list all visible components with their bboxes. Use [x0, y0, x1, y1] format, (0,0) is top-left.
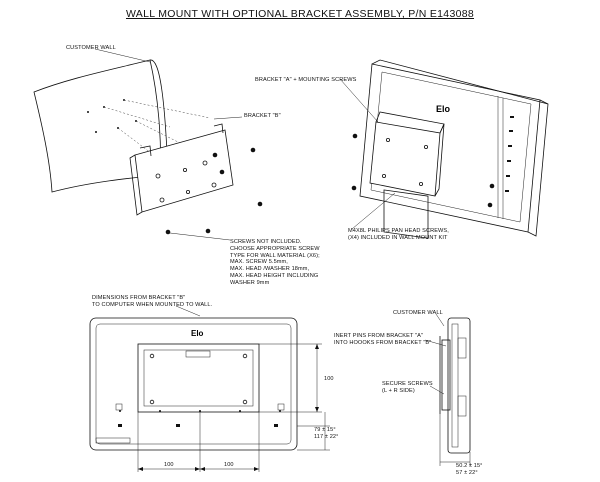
bracket-b: [129, 123, 234, 216]
rear-bottom-marks: [118, 424, 278, 427]
dimensions-note-line: TO COMPUTER WHEN MOUNTED TO WALL.: [92, 301, 213, 308]
dimension-side-depth: [439, 414, 471, 466]
callout-bracket-b: BRACKET "B": [244, 113, 281, 119]
screws-note-line: MAX. HEAD HEIGHT INCLUDING: [230, 272, 319, 279]
dim-bottom-offset-line: 79 ± 15°: [314, 427, 336, 433]
screws-note-line: MAX. HEAD /WASHER 18mm,: [230, 266, 310, 273]
dim-side-depth: 50.2 ± 15° 57 ± 22°: [456, 463, 483, 477]
insert-pins-line: INTO HOOOKS FROM BRACKET "B": [334, 339, 432, 346]
leader-bracket-a: [339, 78, 379, 123]
dimension-horizontal-100: [137, 412, 260, 472]
dim-horizontal-100-right: 100: [224, 462, 234, 468]
m4-note-line: (X4) INCLUDED IN WALL MOUNT KIT: [348, 234, 448, 241]
insert-pins-line: INERT PINS FROM BRACKET "A": [334, 333, 424, 339]
screws-note-line: TYPE FOR WALL MATERIAL (X6);: [230, 252, 320, 259]
elo-logo-top: Elo: [436, 104, 451, 114]
dimensions-note-line: DIMENSIONS FROM BRACKET "B": [92, 295, 186, 301]
dim-vertical-100: 100: [324, 376, 334, 382]
rear-dots: [119, 410, 281, 412]
wall-screws: [165, 147, 263, 235]
leader-customer-wall-top: [94, 48, 151, 63]
secure-screws-line: SECURE SCREWS: [382, 381, 433, 387]
dim-side-depth-line: 57 ± 22°: [456, 469, 478, 476]
m4-note-line: M4X8L PHILIPS PAN HEAD SCREWS,: [348, 228, 449, 234]
leader-secure-screws: [429, 385, 445, 395]
callout-secure-screws: SECURE SCREWS (L + R SIDE): [382, 381, 433, 395]
leader-dimensions-note: [175, 305, 201, 317]
dimension-vertical-100: [259, 343, 322, 413]
leader-insert-pins: [424, 339, 447, 347]
callout-customer-wall-side: CUSTOMER WALL: [393, 310, 443, 316]
secure-screws-line: (L + R SIDE): [382, 387, 415, 394]
callout-screws-note: SCREWS NOT INCLUDED. CHOOSE APPROPRIATE …: [230, 239, 320, 287]
callout-m4-note: M4X8L PHILIPS PAN HEAD SCREWS, (X4) INCL…: [348, 228, 449, 242]
dim-bottom-offset-line: 117 ± 22°: [314, 433, 339, 440]
diagram-title: WALL MOUNT WITH OPTIONAL BRACKET ASSEMBL…: [125, 8, 475, 20]
leader-m4: [351, 192, 396, 230]
leader-bracket-b: [213, 116, 243, 120]
leader-screws-note: [169, 232, 231, 241]
dim-side-depth-line: 50.2 ± 15°: [456, 463, 483, 469]
screws-note-line: MAX. SCREW 5.5mm,: [230, 259, 288, 266]
monitor-side-grille: [505, 116, 514, 192]
dimension-bottom-offset: [297, 412, 330, 451]
monitor-side-view: [439, 317, 471, 454]
bracket-a: [369, 111, 445, 239]
m4-screws: [351, 133, 495, 208]
monitor-rear-view: [89, 317, 298, 451]
leader-customer-wall-side: [435, 313, 445, 327]
callout-customer-wall-top: CUSTOMER WALL: [66, 45, 116, 51]
dim-bottom-offset: 79 ± 15° 117 ± 22°: [314, 427, 338, 441]
dim-horizontal-100-left: 100: [164, 462, 174, 468]
callout-bracket-a: BRACKET "A" + MOUNTING SCREWS: [255, 77, 357, 83]
callout-dimensions-note: DIMENSIONS FROM BRACKET "B" TO COMPUTER …: [92, 295, 212, 309]
elo-logo-rear: Elo: [191, 329, 204, 338]
callout-insert-pins: INERT PINS FROM BRACKET "A" INTO HOOOKS …: [334, 333, 431, 347]
screws-note-line: WASHER 9mm: [230, 279, 270, 286]
screws-note-line: SCREWS NOT INCLUDED.: [230, 239, 302, 245]
screws-note-line: CHOOSE APPROPRIATE SCREW: [230, 245, 320, 252]
